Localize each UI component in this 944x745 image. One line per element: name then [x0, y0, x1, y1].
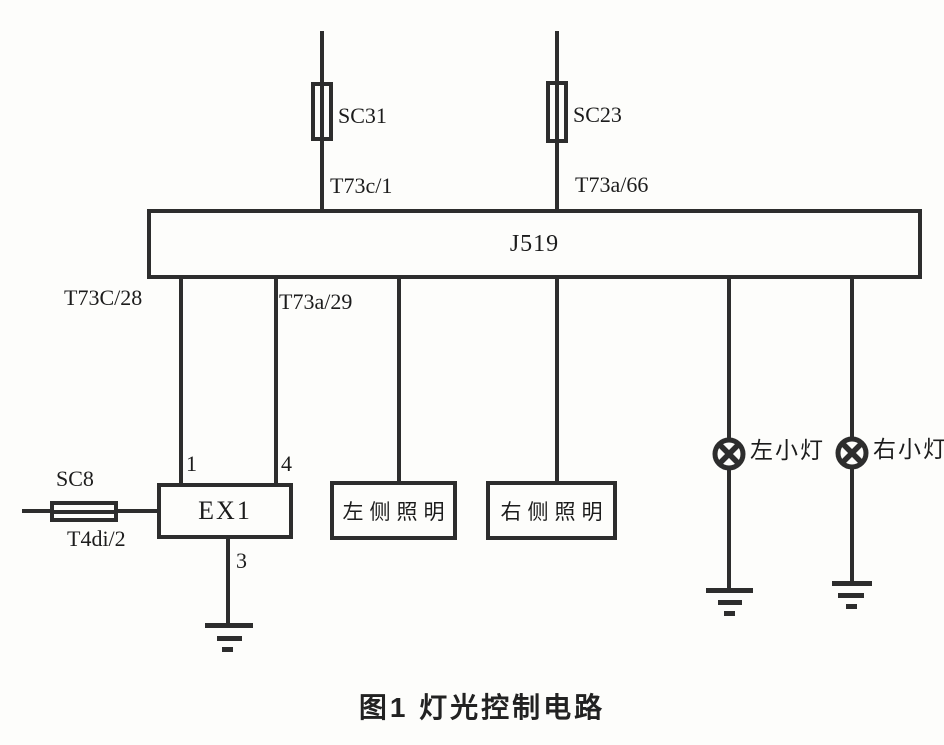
fuse-sc31-wire [320, 85, 324, 138]
ground-symbol-right-lamp-bar2 [838, 593, 864, 598]
terminal-t4di2-label: T4di/2 [67, 526, 126, 551]
fuse-sc8-wire [53, 509, 115, 514]
wire-j519-to-ex1-pin4 [274, 277, 278, 483]
ground-symbol-right-lamp-bar3 [846, 604, 857, 609]
wire-j519-to-left-lamp [727, 277, 731, 590]
ground-symbol-ex1-bar2 [217, 636, 242, 641]
ground-symbol-right-lamp-bar1 [832, 581, 872, 586]
left-lamp-label: 左小灯 [750, 438, 825, 463]
wire-ex1-pin3-to-ground [226, 537, 230, 625]
terminal-t73a66-label: T73a/66 [575, 172, 649, 197]
fuse-sc31-label: SC31 [338, 103, 387, 128]
relay-ex1-box: EX1 [157, 483, 293, 539]
terminal-t73c1-label: T73c/1 [330, 173, 393, 198]
terminal-t73c28-label: T73C/28 [64, 285, 143, 310]
ex1-pin1-label: 1 [186, 451, 197, 476]
ex1-pin4-label: 4 [281, 451, 292, 476]
right-lighting-label: 右侧照明 [500, 499, 609, 524]
ground-symbol-left-lamp-bar3 [724, 611, 735, 616]
left-lamp-icon [712, 437, 746, 471]
fuse-sc23-label: SC23 [573, 102, 622, 127]
ground-symbol-left-lamp-bar2 [718, 600, 742, 605]
control-unit-j519-label: J519 [509, 230, 560, 257]
ground-symbol-ex1-bar3 [222, 647, 233, 652]
relay-ex1-label: EX1 [198, 496, 252, 525]
fuse-sc8-symbol [50, 501, 118, 522]
ex1-pin3-label: 3 [236, 548, 247, 573]
wire-j519-to-left-lighting [397, 277, 401, 483]
fuse-sc23-symbol [546, 81, 568, 143]
left-lighting-label: 左侧照明 [342, 499, 451, 524]
control-unit-j519-box: J519 [147, 209, 922, 279]
right-lamp-icon [835, 436, 869, 470]
right-lighting-box: 右侧照明 [486, 481, 617, 540]
wire-j519-to-right-lamp [850, 277, 854, 583]
fuse-sc8-label: SC8 [56, 466, 94, 491]
ground-symbol-ex1-bar1 [205, 623, 253, 628]
terminal-t73a29-label: T73a/29 [279, 289, 353, 314]
fuse-sc31-symbol [311, 82, 333, 141]
figure-caption: 图1 灯光控制电路 [358, 692, 606, 723]
right-lamp-label: 右小灯 [873, 437, 944, 462]
wire-j519-to-ex1-pin1 [179, 277, 183, 483]
left-lighting-box: 左侧照明 [330, 481, 457, 540]
fuse-sc23-wire [555, 84, 559, 140]
ground-symbol-left-lamp-bar1 [706, 588, 753, 593]
wire-j519-to-right-lighting [555, 277, 559, 483]
